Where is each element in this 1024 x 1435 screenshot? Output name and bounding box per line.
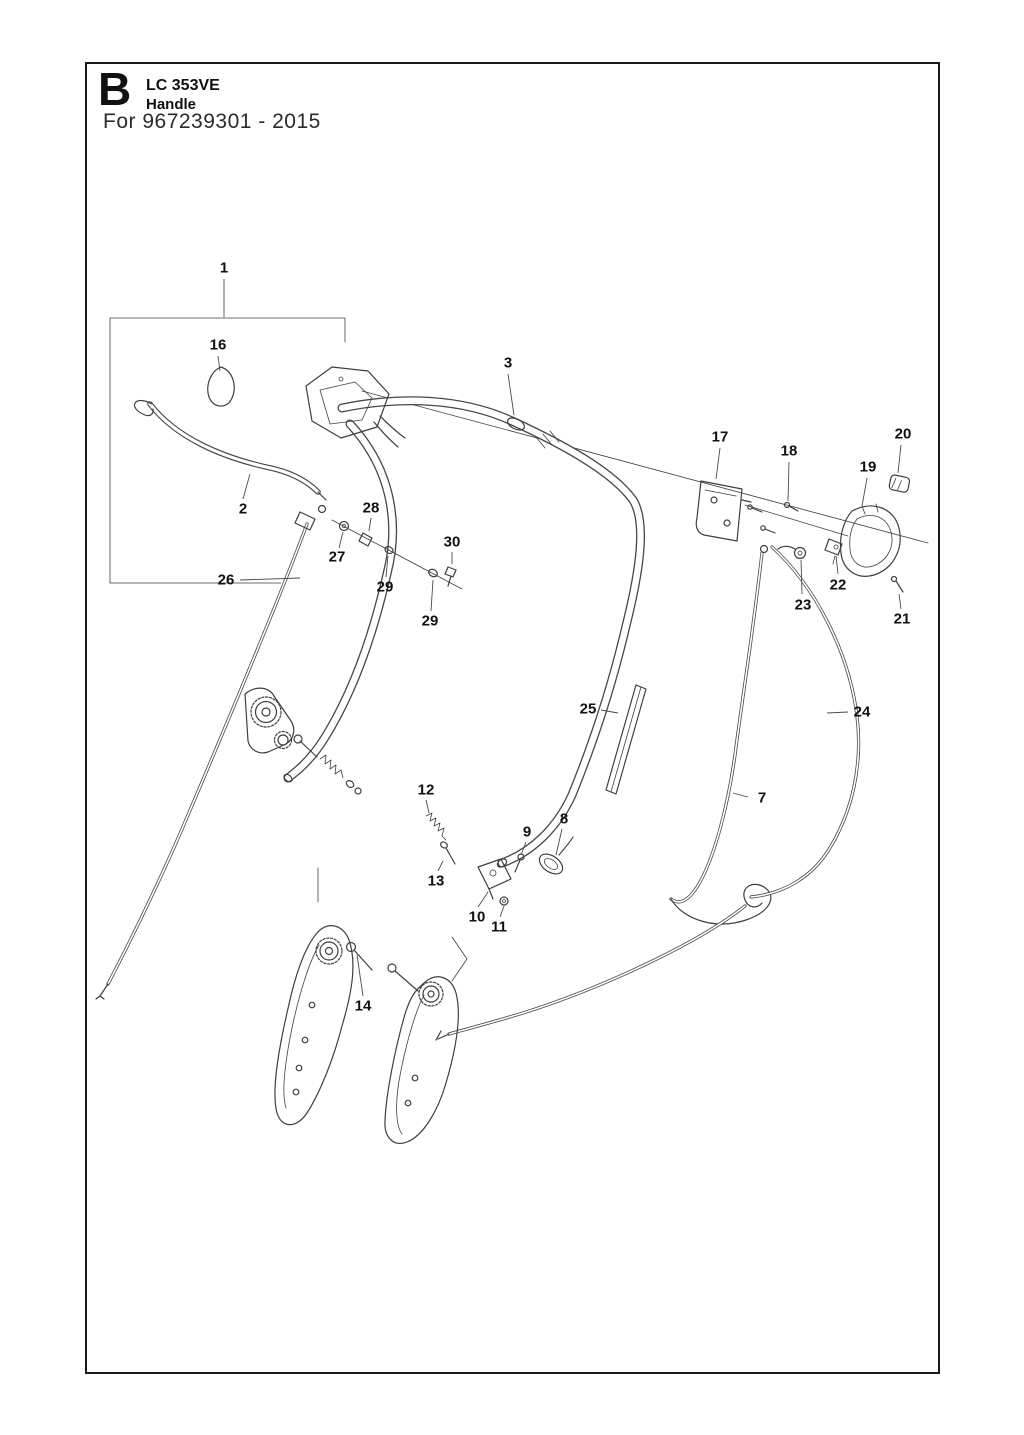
spring-bolt-assembly: [425, 812, 456, 865]
part-callout-18: 18: [780, 442, 798, 460]
part-callout-3: 3: [503, 354, 513, 372]
part-callout-20: 20: [894, 425, 912, 443]
part-callout-7: 7: [757, 789, 767, 807]
diagram-title: Handle: [146, 96, 197, 113]
part-callout-12: 12: [417, 781, 435, 799]
part-callout-30: 30: [443, 533, 461, 551]
part-callout-16: 16: [209, 336, 227, 354]
mount-screws: [747, 501, 799, 534]
part-callout-21: 21: [893, 610, 911, 628]
serial-range: For 967239301 - 2015: [103, 110, 321, 133]
handle-knob-assembly: [244, 687, 362, 795]
alignment-line-2: [744, 504, 849, 537]
model-name: LC 353VE: [146, 77, 220, 94]
alignment-line: [361, 390, 929, 544]
adjust-knob: [888, 474, 911, 493]
throttle-cable: [95, 504, 327, 1000]
section-letter: B: [98, 63, 132, 115]
part-callout-29b: 29: [421, 612, 439, 630]
grip-cover: [207, 366, 235, 407]
part-callout-19: 19: [859, 458, 877, 476]
cable-end-fitting: [777, 545, 807, 560]
handlebar: [283, 396, 646, 868]
bracket-bolts: [345, 941, 419, 992]
clamp-assembly: [477, 836, 574, 906]
clutch-cable: [435, 544, 772, 1041]
cable-clip: [824, 538, 843, 565]
part-callout-10: 10: [468, 908, 486, 926]
part-callout-28: 28: [362, 499, 380, 517]
part1-group-box: [109, 317, 346, 584]
part-callout-26: 26: [217, 571, 235, 589]
part-callout-14: 14: [354, 997, 372, 1015]
boundary-mark-right: [451, 936, 468, 982]
part-callout-29a: 29: [376, 578, 394, 596]
part-callout-23: 23: [794, 596, 812, 614]
part-callout-2: 2: [238, 500, 248, 518]
part-callout-8: 8: [559, 810, 569, 828]
bail-arm: [133, 399, 327, 501]
part-callout-17: 17: [711, 428, 729, 446]
part-callout-11: 11: [491, 918, 507, 936]
handle-bracket-right: [384, 976, 459, 1144]
part-callout-24: 24: [853, 703, 871, 721]
part-callout-9: 9: [522, 823, 532, 841]
mount-bracket: [695, 480, 752, 542]
control-assembly: [305, 366, 406, 448]
part-callout-27: 27: [328, 548, 346, 566]
screw-21: [890, 575, 904, 593]
page-border: [85, 62, 940, 1374]
trim-strip: [605, 684, 647, 795]
part-callout-22: 22: [829, 576, 847, 594]
leader-lines: [217, 279, 902, 997]
cable-adjuster-parts: [331, 519, 463, 590]
handle-bracket-left: [274, 925, 354, 1126]
part-callout-13: 13: [427, 872, 445, 890]
drive-cable: [749, 545, 861, 899]
handle-loop: [839, 503, 901, 577]
part-callout-1: 1: [219, 259, 229, 277]
part-callout-25: 25: [579, 700, 597, 718]
